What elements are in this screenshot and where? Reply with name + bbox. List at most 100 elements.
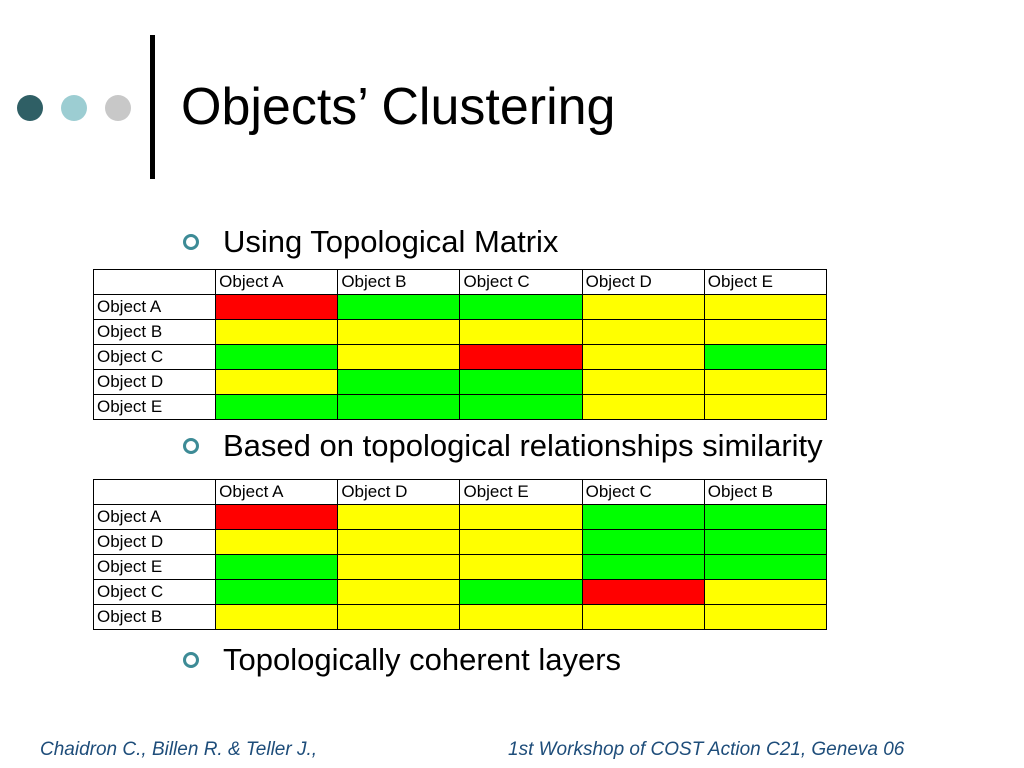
footer-event: 1st Workshop of COST Action C21, Geneva … xyxy=(508,739,905,760)
bullet-text: Topologically coherent layers xyxy=(223,642,622,677)
bullet-text: Based on topological relationships simil… xyxy=(223,428,823,463)
matrix-cell-green xyxy=(703,504,828,530)
matrix-cell-green xyxy=(703,344,828,370)
title-divider-bar xyxy=(150,35,155,179)
matrix-cell-green xyxy=(215,579,339,605)
matrix-cell-red xyxy=(459,344,583,370)
matrix-cell-yellow xyxy=(337,604,461,630)
matrix-cell-green xyxy=(459,394,583,420)
decorative-dot-grey xyxy=(105,95,131,121)
matrix-corner-cell xyxy=(92,269,217,295)
matrix-column-header: Object D xyxy=(337,479,461,505)
matrix-cell-green xyxy=(337,294,461,320)
matrix-cell-red xyxy=(581,579,705,605)
matrix-column-header: Object B xyxy=(703,479,828,505)
matrix-cell-yellow xyxy=(581,319,705,345)
matrix-cell-yellow xyxy=(459,504,583,530)
matrix-column-header: Object A xyxy=(215,269,339,295)
matrix-cell-yellow xyxy=(703,579,828,605)
matrix-row-header: Object D xyxy=(92,369,217,395)
matrix-row-header: Object C xyxy=(92,579,217,605)
matrix-row: Object C xyxy=(92,344,828,370)
matrix-cell-yellow xyxy=(581,369,705,395)
matrix-cell-yellow xyxy=(703,394,828,420)
bullet-item-3: Topologically coherent layers xyxy=(183,640,621,680)
matrix-cell-green xyxy=(215,394,339,420)
matrix-row-header: Object E xyxy=(92,554,217,580)
matrix-cell-green xyxy=(581,504,705,530)
bullet-ring-icon xyxy=(183,234,199,250)
matrix-cell-green xyxy=(581,529,705,555)
bullet-item-2: Based on topological relationships simil… xyxy=(183,426,823,466)
matrix-cell-green xyxy=(459,579,583,605)
matrix-row: Object B xyxy=(92,319,828,345)
matrix-column-header: Object C xyxy=(459,269,583,295)
matrix-row-header: Object E xyxy=(92,394,217,420)
matrix-cell-green xyxy=(337,369,461,395)
bullet-text: Using Topological Matrix xyxy=(223,224,559,259)
matrix-row-header: Object B xyxy=(92,604,217,630)
matrix-row-header: Object B xyxy=(92,319,217,345)
matrix-row: Object D xyxy=(92,529,828,555)
matrix-cell-yellow xyxy=(703,319,828,345)
matrix-cell-yellow xyxy=(459,319,583,345)
matrix-cell-green xyxy=(215,554,339,580)
matrix-cell-green xyxy=(337,394,461,420)
matrix-cell-yellow xyxy=(581,344,705,370)
matrix-cell-yellow xyxy=(337,554,461,580)
slide-title: Objects’ Clustering xyxy=(181,78,616,136)
matrix-column-header: Object C xyxy=(581,479,705,505)
decorative-dot-dark xyxy=(17,95,43,121)
matrix-cell-yellow xyxy=(581,294,705,320)
matrix-cell-yellow xyxy=(703,294,828,320)
matrix-row: Object D xyxy=(92,369,828,395)
matrix-column-header: Object A xyxy=(215,479,339,505)
matrix-cell-yellow xyxy=(337,579,461,605)
matrix-cell-green xyxy=(703,529,828,555)
matrix-row-header: Object A xyxy=(92,504,217,530)
footer-authors: Chaidron C., Billen R. & Teller J., xyxy=(40,739,318,760)
matrix-column-header: Object B xyxy=(337,269,461,295)
matrix-cell-yellow xyxy=(215,604,339,630)
matrix-cell-yellow xyxy=(581,604,705,630)
matrix-row: Object E xyxy=(92,394,828,420)
matrix-cell-yellow xyxy=(337,529,461,555)
matrix-row-header: Object A xyxy=(92,294,217,320)
matrix-cell-green xyxy=(459,294,583,320)
matrix-cell-yellow xyxy=(337,319,461,345)
matrix-corner-cell xyxy=(92,479,217,505)
matrix-cell-yellow xyxy=(215,319,339,345)
matrix-cell-red xyxy=(215,294,339,320)
matrix-cell-yellow xyxy=(703,604,828,630)
bullet-ring-icon xyxy=(183,652,199,668)
bullet-ring-icon xyxy=(183,438,199,454)
matrix-row-header: Object C xyxy=(92,344,217,370)
matrix-cell-yellow xyxy=(215,529,339,555)
matrix-row-header: Object D xyxy=(92,529,217,555)
matrix-cell-yellow xyxy=(459,604,583,630)
matrix-cell-green xyxy=(581,554,705,580)
matrix-cell-yellow xyxy=(215,369,339,395)
decorative-dot-light xyxy=(61,95,87,121)
matrix-row: Object E xyxy=(92,554,828,580)
matrix-cell-yellow xyxy=(703,369,828,395)
matrix-cell-green xyxy=(215,344,339,370)
matrix-row: Object B xyxy=(92,604,828,630)
matrix-column-header: Object E xyxy=(703,269,828,295)
matrix-cell-yellow xyxy=(581,394,705,420)
matrix-cell-red xyxy=(215,504,339,530)
matrix-column-header: Object E xyxy=(459,479,583,505)
matrix-cell-yellow xyxy=(459,554,583,580)
bullet-item-1: Using Topological Matrix xyxy=(183,222,558,262)
matrix-cell-yellow xyxy=(337,344,461,370)
matrix-cell-green xyxy=(459,369,583,395)
matrix-cell-yellow xyxy=(459,529,583,555)
matrix-column-header: Object D xyxy=(581,269,705,295)
matrix-cell-yellow xyxy=(337,504,461,530)
matrix-cell-green xyxy=(703,554,828,580)
matrix-row: Object A xyxy=(92,294,828,320)
